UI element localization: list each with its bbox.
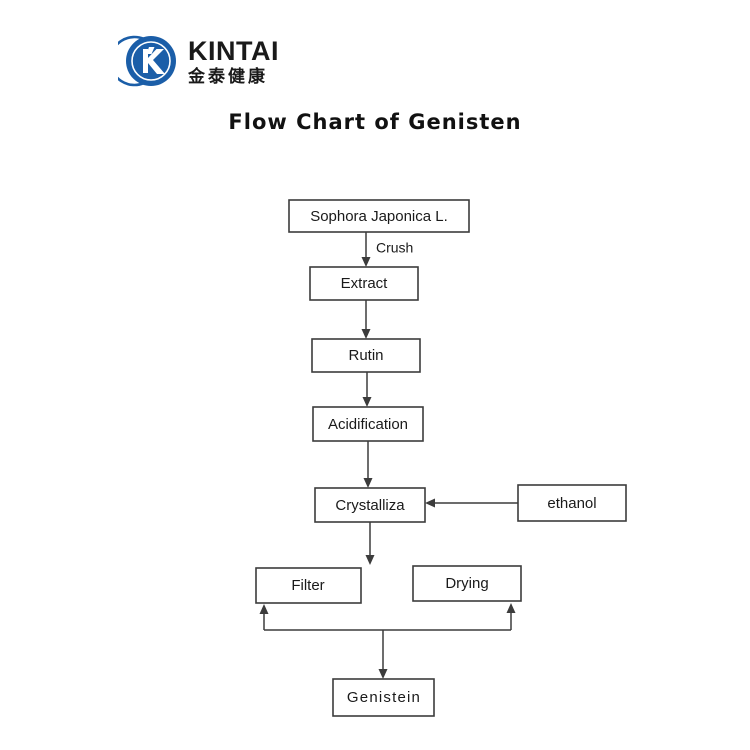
brand-logo: KINTAI 金泰健康	[109, 30, 279, 92]
node-label-acidification: Acidification	[328, 416, 408, 433]
edge-bus-to-genistein	[378, 630, 388, 679]
node-rutin[interactable]: Rutin	[311, 338, 421, 373]
edge-rutin-to-acidification	[362, 372, 372, 407]
node-label-extract: Extract	[341, 275, 389, 292]
node-extract[interactable]: Extract	[309, 266, 419, 301]
node-filter[interactable]: Filter	[255, 567, 362, 604]
node-label-genistein: Genistein	[347, 689, 421, 706]
node-crystalliza[interactable]: Crystalliza	[314, 487, 426, 523]
node-label-crystalliza: Crystalliza	[335, 497, 405, 514]
node-label-ethanol: ethanol	[547, 495, 596, 512]
edge-ethanol-to-crystalliza	[425, 498, 518, 508]
edge-extract-to-rutin	[361, 300, 371, 339]
edge-label-crush: Crush	[376, 240, 413, 256]
node-label-sophora-japonica: Sophora Japonica L.	[310, 208, 448, 225]
edge-acidification-to-crystalliza	[363, 441, 373, 488]
node-label-filter: Filter	[291, 577, 324, 594]
edge-crystalliza-to-bus	[365, 522, 375, 565]
node-drying[interactable]: Drying	[412, 565, 522, 602]
edge-sophora-to-extract: Crush	[361, 232, 413, 267]
node-sophora-japonica[interactable]: Sophora Japonica L.	[288, 199, 470, 233]
page-title: Flow Chart of Genisten	[228, 110, 522, 134]
node-label-drying: Drying	[445, 575, 488, 592]
node-ethanol[interactable]: ethanol	[517, 484, 627, 522]
brand-wordmark: KINTAI 金泰健康	[188, 36, 279, 86]
node-genistein[interactable]: Genistein	[332, 678, 435, 717]
brand-name-cn: 金泰健康	[188, 67, 268, 87]
node-acidification[interactable]: Acidification	[312, 406, 424, 442]
node-label-rutin: Rutin	[348, 347, 383, 364]
brand-name-en: KINTAI	[188, 36, 279, 66]
edge-bus-to-filter-and-drying	[259, 603, 516, 631]
